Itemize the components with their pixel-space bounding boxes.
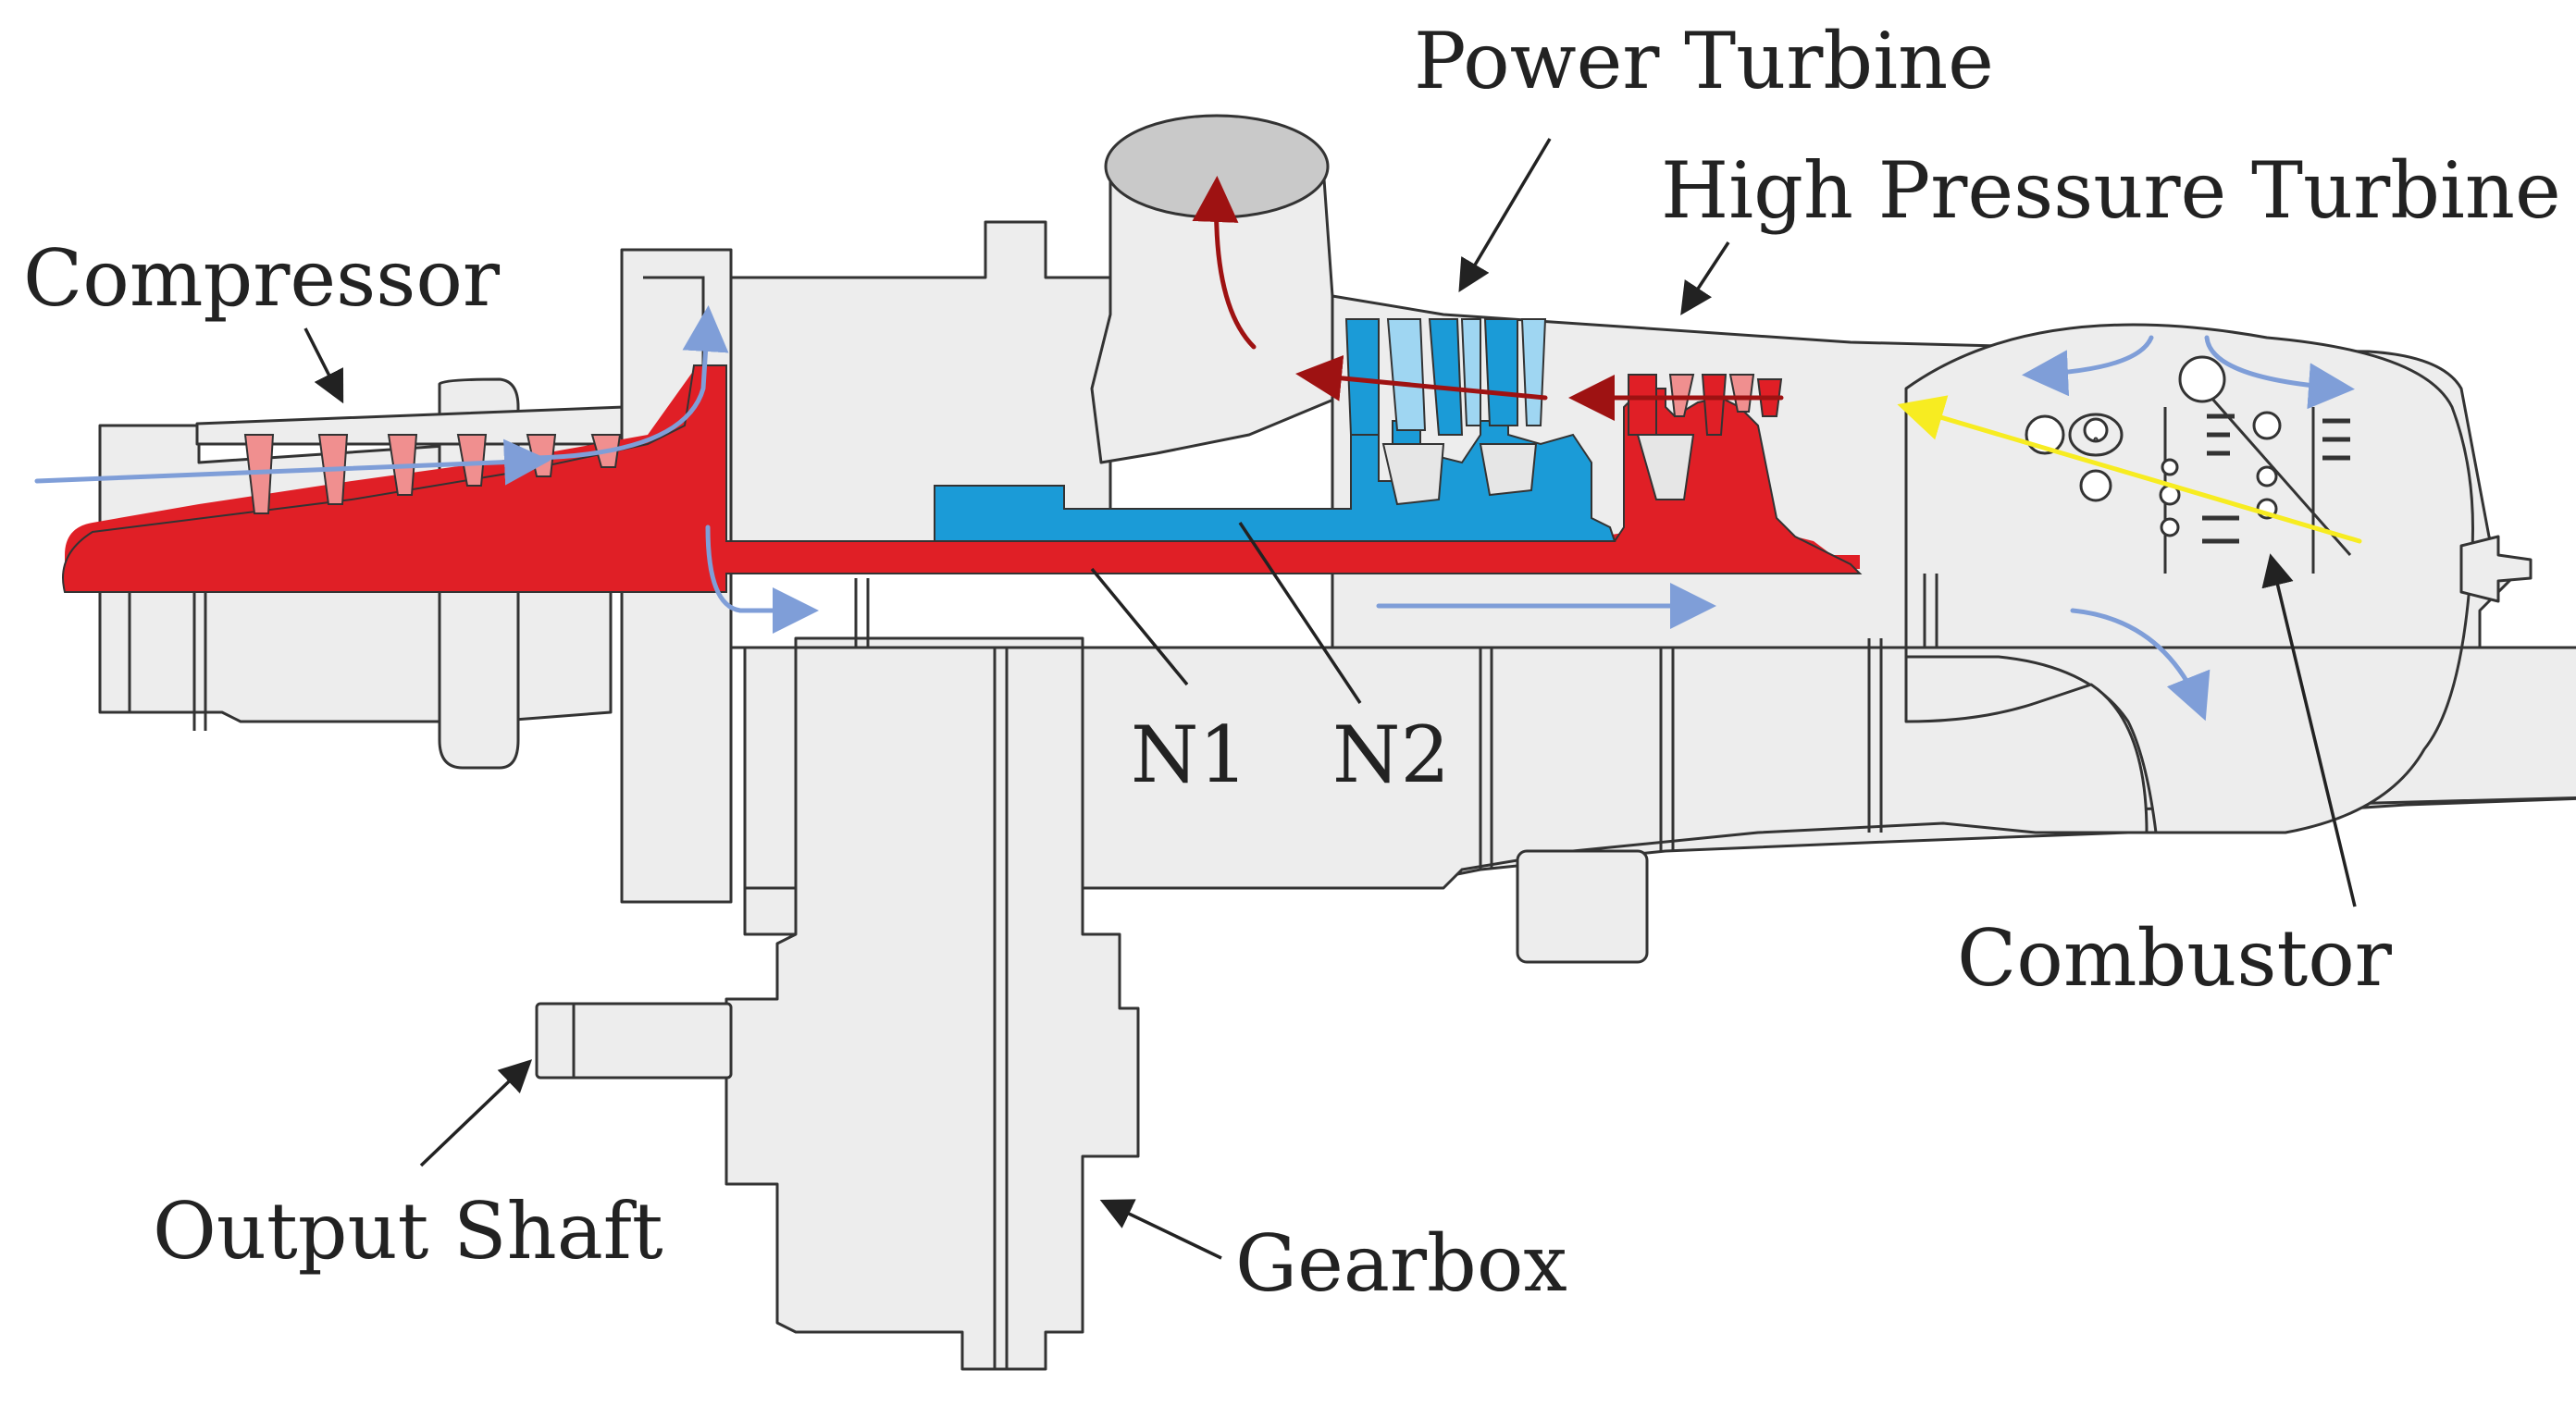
n2-label: N2 (1332, 710, 1450, 800)
n1-label: N1 (1131, 710, 1248, 800)
fuel-flow-arrow (1897, 395, 2362, 544)
compressor-label: Compressor (23, 233, 501, 324)
leader-lines (303, 138, 2357, 1260)
high-pressure-turbine-label: High Pressure Turbine (1661, 145, 2561, 236)
output-shaft-label: Output Shaft (153, 1186, 663, 1277)
power-turbine-label: Power Turbine (1414, 16, 1994, 106)
combustor-label: Combustor (1957, 913, 2393, 1004)
hot-gas-arrows (1192, 176, 1784, 421)
cold-airflow-arrows (34, 305, 2355, 722)
gearbox-label: Gearbox (1235, 1218, 1567, 1309)
n2-spool (934, 318, 1616, 542)
